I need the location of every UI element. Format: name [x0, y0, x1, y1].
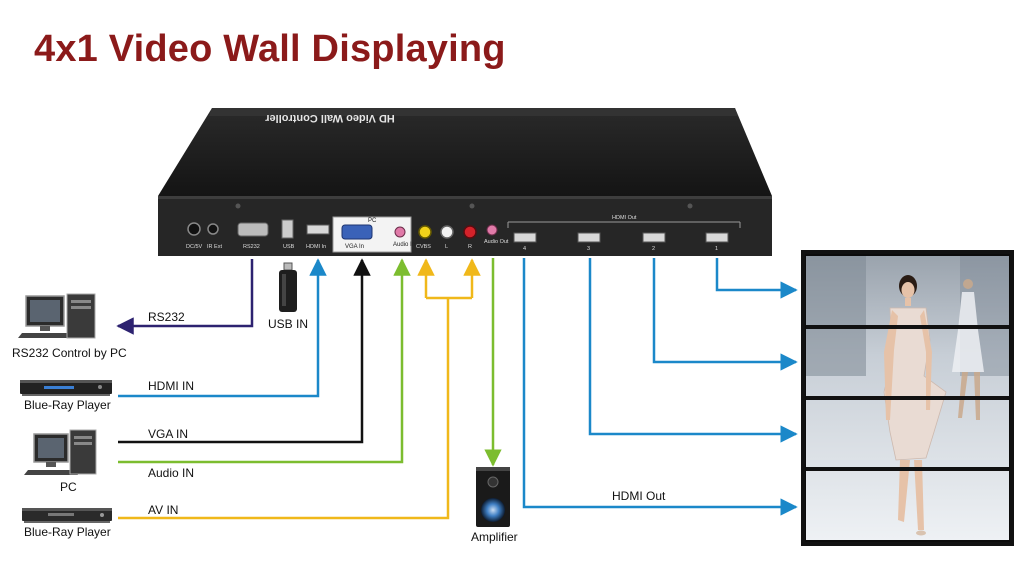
- pc-vga-icon: [24, 429, 97, 475]
- hdmi-out-2-port: [642, 232, 666, 243]
- hdmi-out-4-port: [513, 232, 537, 243]
- vga-in-port: [341, 224, 373, 240]
- hdmi-out-1-port: [705, 232, 729, 243]
- bluray-hdmi-icon: [20, 380, 112, 396]
- hdmi-in-port: [306, 224, 330, 235]
- audio-in-connection-line: [118, 258, 411, 464]
- audio-out-label: Audio Out: [484, 239, 509, 245]
- controller-top-label: HD Video Wall Controller: [265, 112, 395, 124]
- hdmi-out-3-line: [588, 258, 798, 443]
- usb-port: [281, 219, 294, 239]
- bluray-av-label: Blue-Ray Player: [24, 525, 111, 539]
- amplifier-icon: [476, 467, 510, 527]
- audio-in-label: Audio In: [393, 242, 415, 248]
- usb-label: USB: [283, 244, 295, 250]
- rs232-label: RS232: [243, 244, 260, 250]
- cvbs-label: CVBS: [416, 244, 431, 250]
- video-wall-display: [801, 250, 1014, 546]
- usb-in-label: USB IN: [268, 317, 308, 331]
- out2-label: 2: [652, 246, 655, 252]
- hdmi-in-connection-label: HDMI IN: [148, 379, 194, 393]
- page-title: 4x1 Video Wall Displaying: [34, 28, 506, 70]
- pc-group-label: PC: [368, 218, 377, 224]
- l-label: L: [445, 244, 448, 250]
- bluray-hdmi-label: Blue-Ray Player: [24, 398, 111, 412]
- cvbs-port: [418, 225, 432, 239]
- hdmi-in-label: HDMI In: [306, 244, 326, 250]
- hdmi-in-connection-line: [118, 258, 327, 398]
- out1-label: 1: [715, 246, 718, 252]
- dc-label: DC/5V: [186, 244, 203, 250]
- av-in-connection-label: AV IN: [148, 503, 178, 517]
- out3-label: 3: [587, 246, 590, 252]
- audio-r-port: [463, 225, 477, 239]
- hdmi-out-4-line: [522, 258, 798, 516]
- rs232-connection-line: [116, 259, 254, 335]
- rs232-port: [237, 222, 269, 237]
- rs232-connection-label: RS232: [148, 310, 185, 324]
- hdmi-out-3-port: [577, 232, 601, 243]
- vga-in-connection-line: [118, 258, 371, 444]
- video-wall-controller: HD Video Wall Controller DC/5V IR Ext RS…: [158, 108, 772, 256]
- out4-label: 4: [523, 246, 526, 252]
- pc-rs232-label: RS232 Control by PC: [12, 346, 127, 360]
- ir-ext-port: [207, 223, 219, 235]
- hdmi-out-2-line: [652, 258, 798, 371]
- hdmi-out-connection-label: HDMI Out: [612, 489, 666, 503]
- usb-stick-icon: [279, 262, 297, 312]
- pc-rs232-icon: [18, 293, 96, 339]
- dc-power-port: [187, 222, 201, 236]
- vga-in-connection-label: VGA IN: [148, 427, 188, 441]
- amplifier-label: Amplifier: [471, 530, 518, 544]
- background-model-figure: [952, 279, 984, 420]
- av-in-connection-line: [118, 298, 450, 520]
- r-label: R: [468, 244, 472, 250]
- ir-label: IR Ext: [207, 244, 222, 250]
- pc-vga-label: PC: [60, 480, 77, 494]
- bluray-av-icon: [22, 508, 112, 523]
- runway-model-figure: [883, 275, 947, 536]
- audio-out-port: [486, 224, 498, 236]
- vga-in-label: VGA In: [345, 244, 364, 250]
- audio-in-connection-label: Audio IN: [148, 466, 194, 480]
- hdmi-out-1-line: [715, 258, 798, 299]
- audio-l-port: [440, 225, 454, 239]
- hdmi-out-group-label: HDMI Out: [612, 215, 637, 221]
- audio-in-port: [394, 226, 406, 238]
